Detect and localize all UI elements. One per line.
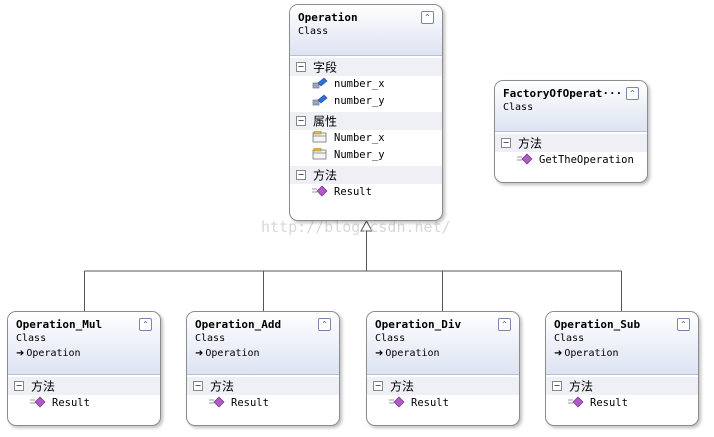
minus-icon[interactable]: − (552, 380, 562, 391)
class-name: Operation_Div (375, 318, 462, 331)
member-name: Number_x (334, 132, 385, 144)
class-name: Operation_Mul (16, 318, 103, 331)
minus-icon[interactable]: − (501, 137, 511, 148)
class-operation-mul[interactable]: Operation_Mul Class ➜Operation ⌃ −方法 Res… (7, 311, 161, 426)
inheritance-arrow-icon: ➜ (375, 348, 384, 359)
member-method[interactable]: Result (187, 395, 339, 412)
method-icon (517, 153, 533, 165)
minus-icon[interactable]: − (296, 169, 306, 180)
section-methods[interactable]: −方法 (495, 134, 647, 152)
member-property[interactable]: Number_x (290, 130, 442, 147)
member-method[interactable]: Result (290, 184, 442, 201)
class-header: Operation_Add Class ➜Operation ⌃ (187, 312, 339, 375)
class-header: Operation Class ⌃ (290, 5, 442, 56)
member-method[interactable]: GetTheOperation (495, 152, 647, 169)
method-icon (30, 396, 46, 408)
class-name: Operation_Add (195, 318, 282, 331)
double-chevron-up-icon[interactable]: ⌃ (421, 11, 434, 24)
class-kind: Class (375, 333, 406, 344)
section-methods[interactable]: −方法 (546, 377, 698, 395)
class-operation[interactable]: Operation Class ⌃ −字段 number_x number_y … (289, 4, 443, 221)
member-name: Result (334, 186, 372, 198)
member-method[interactable]: Result (367, 395, 519, 412)
double-chevron-up-icon[interactable]: ⌃ (626, 87, 639, 100)
base-class: ➜Operation (375, 347, 511, 361)
member-name: number_x (334, 78, 385, 90)
class-factory[interactable]: FactoryOfOperat··· Class ⌃ −方法 GetTheOpe… (494, 80, 648, 183)
section-label: 字段 (313, 60, 338, 75)
class-name: FactoryOfOperat··· (503, 87, 621, 100)
section-methods[interactable]: −方法 (187, 377, 339, 395)
section-properties[interactable]: −属性 (290, 112, 442, 130)
double-chevron-up-icon[interactable]: ⌃ (498, 318, 511, 331)
double-chevron-up-icon[interactable]: ⌃ (677, 318, 690, 331)
member-name: Number_y (334, 149, 385, 161)
member-name: Result (590, 397, 628, 409)
class-header: Operation_Mul Class ➜Operation ⌃ (8, 312, 160, 375)
section-label: 方法 (31, 379, 56, 394)
section-label: 方法 (390, 379, 415, 394)
class-operation-div[interactable]: Operation_Div Class ➜Operation ⌃ −方法 Res… (366, 311, 520, 426)
member-property[interactable]: Number_y (290, 147, 442, 164)
inheritance-arrow-icon: ➜ (16, 348, 25, 359)
member-field[interactable]: number_x (290, 76, 442, 93)
double-chevron-up-icon[interactable]: ⌃ (318, 318, 331, 331)
class-kind: Class (16, 333, 47, 344)
member-name: Result (231, 397, 269, 409)
inheritance-arrow-icon: ➜ (195, 348, 204, 359)
class-kind: Class (298, 26, 329, 37)
class-header: Operation_Sub Class ➜Operation ⌃ (546, 312, 698, 375)
base-class-name: Operation (564, 348, 619, 359)
section-label: 方法 (210, 379, 235, 394)
section-fields[interactable]: −字段 (290, 58, 442, 76)
base-class-name: Operation (385, 348, 440, 359)
section-label: 属性 (313, 114, 338, 129)
inheritance-arrow-icon: ➜ (554, 348, 563, 359)
inheritance-arrow-icon (360, 219, 373, 232)
member-name: number_y (334, 95, 385, 107)
member-name: GetTheOperation (539, 154, 634, 166)
section-label: 方法 (518, 136, 543, 151)
class-kind: Class (195, 333, 226, 344)
class-header: FactoryOfOperat··· Class ⌃ (495, 81, 647, 132)
field-icon (312, 77, 328, 89)
method-icon (312, 185, 328, 197)
method-icon (209, 396, 225, 408)
minus-icon[interactable]: − (296, 115, 306, 126)
class-header: Operation_Div Class ➜Operation ⌃ (367, 312, 519, 375)
minus-icon[interactable]: − (296, 61, 306, 72)
minus-icon[interactable]: − (193, 380, 203, 391)
method-icon (389, 396, 405, 408)
field-icon (312, 94, 328, 106)
section-label: 方法 (569, 379, 594, 394)
base-class: ➜Operation (554, 347, 690, 361)
watermark: http://blog.csdn.net/ (261, 218, 451, 236)
class-kind: Class (554, 333, 585, 344)
member-field[interactable]: number_y (290, 93, 442, 110)
member-method[interactable]: Result (546, 395, 698, 412)
class-name: Operation (298, 11, 358, 24)
section-methods[interactable]: −方法 (8, 377, 160, 395)
section-methods[interactable]: −方法 (290, 166, 442, 184)
base-class-name: Operation (205, 348, 260, 359)
base-class-name: Operation (26, 348, 81, 359)
minus-icon[interactable]: − (14, 380, 24, 391)
member-name: Result (411, 397, 449, 409)
double-chevron-up-icon[interactable]: ⌃ (139, 318, 152, 331)
base-class: ➜Operation (16, 347, 152, 361)
class-operation-add[interactable]: Operation_Add Class ➜Operation ⌃ −方法 Res… (186, 311, 340, 426)
base-class: ➜Operation (195, 347, 331, 361)
property-icon (312, 131, 328, 143)
minus-icon[interactable]: − (373, 380, 383, 391)
member-method[interactable]: Result (8, 395, 160, 412)
class-name: Operation_Sub (554, 318, 641, 331)
section-label: 方法 (313, 168, 338, 183)
member-name: Result (52, 397, 90, 409)
method-icon (568, 396, 584, 408)
class-kind: Class (503, 102, 534, 113)
class-operation-sub[interactable]: Operation_Sub Class ➜Operation ⌃ −方法 Res… (545, 311, 699, 426)
section-methods[interactable]: −方法 (367, 377, 519, 395)
property-icon (312, 148, 328, 160)
